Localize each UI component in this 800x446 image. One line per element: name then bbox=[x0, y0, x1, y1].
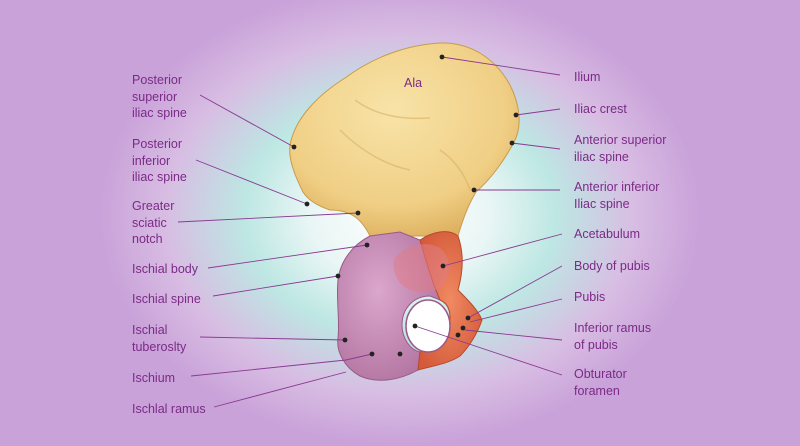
label-acetabulum: Acetabulum bbox=[574, 227, 641, 241]
label-body-of-pubis: Body of pubis bbox=[574, 259, 650, 273]
obturator-foramen bbox=[405, 299, 451, 353]
acetabulum-cup bbox=[393, 244, 449, 293]
label-inferior-ramus-of-pubis: Inferior ramus of pubis bbox=[574, 321, 652, 352]
label-ischium: Ischium bbox=[132, 371, 176, 385]
label-ischial-tuberosity: Ischial tuberoslty bbox=[132, 323, 187, 354]
label-anterior-inferior-iliac-spine: Anterior inferior Iliac spine bbox=[574, 180, 660, 211]
label-ischial-body: Ischial body bbox=[132, 262, 199, 276]
ala-label: Ala bbox=[404, 76, 423, 90]
label-posterior-superior-iliac-spine: Posterior superior iliac spine bbox=[132, 73, 187, 120]
label-ischial-spine: Ischial spine bbox=[132, 292, 201, 306]
label-pubis: Pubis bbox=[574, 290, 606, 304]
label-ilium: Ilium bbox=[574, 70, 601, 84]
label-obturator-foramen: Obturator foramen bbox=[574, 367, 627, 398]
ilium-shape bbox=[289, 42, 520, 237]
leader-lines bbox=[177, 56, 563, 408]
label-iliac-crest: Iliac crest bbox=[574, 102, 627, 116]
label-posterior-inferior-iliac-spine: Posterior inferior iliac spine bbox=[132, 137, 187, 184]
label-greater-sciatic-notch: Greater sciatic notch bbox=[132, 199, 175, 246]
marker-dots bbox=[291, 54, 519, 357]
label-anterior-superior-iliac-spine: Anterior superior iliac spine bbox=[574, 133, 667, 164]
label-ischial-ramus: Ischlal ramus bbox=[132, 402, 206, 416]
